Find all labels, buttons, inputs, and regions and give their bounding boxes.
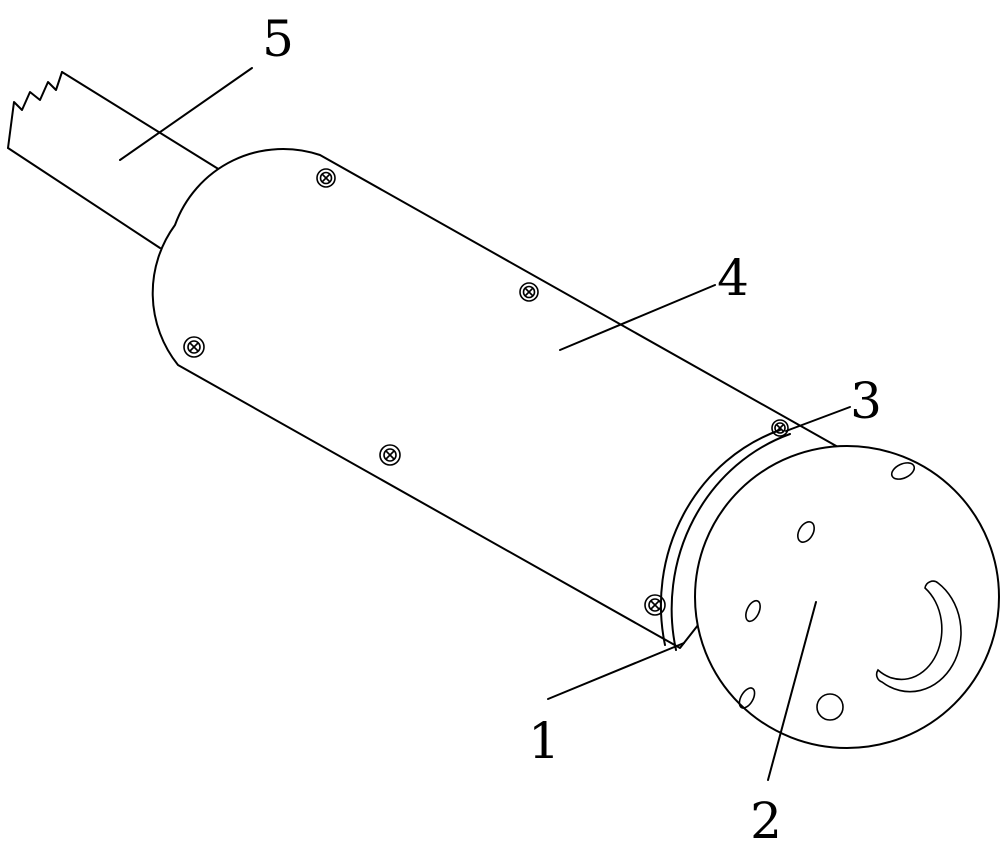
end-cap-part-2 [694, 445, 1000, 749]
leader-line-4 [559, 284, 716, 351]
cap-hole-top [890, 462, 916, 480]
leader-line-5 [119, 67, 253, 161]
cap-hole-lower-left [738, 687, 756, 709]
label-part-1: 1 [528, 712, 560, 770]
cap-arc-slot [875, 580, 962, 693]
cap-hole-left [745, 599, 761, 623]
leader-line-1 [547, 642, 685, 700]
leader-line-2 [767, 601, 817, 781]
screw-icon [183, 336, 205, 358]
screw-icon [644, 594, 666, 616]
screw-icon [316, 168, 336, 188]
leader-line-3 [785, 406, 851, 432]
cap-hole-upper [797, 521, 815, 543]
screw-icon [379, 444, 401, 466]
leader-lines [119, 67, 851, 781]
label-part-4: 4 [717, 249, 749, 307]
cap-hole-bottom [816, 693, 844, 721]
housing-part-4 [151, 147, 839, 649]
screws [183, 168, 789, 616]
label-part-3: 3 [850, 372, 882, 430]
shaft-part-5 [7, 71, 221, 249]
screw-icon [519, 282, 539, 302]
label-part-2: 2 [750, 792, 782, 849]
label-part-5: 5 [262, 10, 294, 68]
screw-icon [771, 419, 789, 437]
part-labels: 5 4 3 1 2 [262, 10, 882, 849]
